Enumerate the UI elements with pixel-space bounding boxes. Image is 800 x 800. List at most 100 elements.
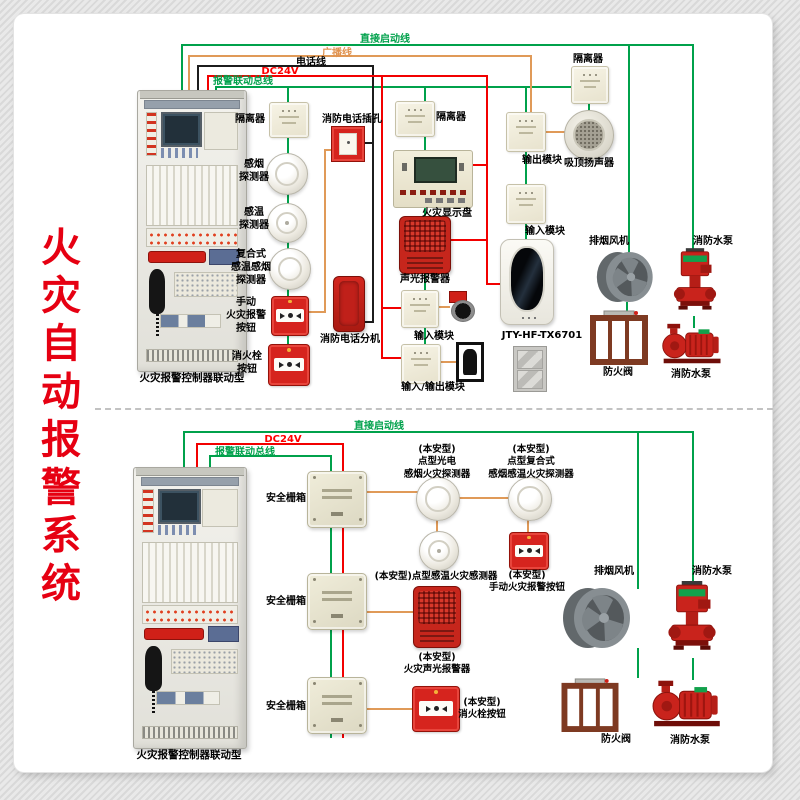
sound-strobe-alarm: [413, 586, 461, 648]
manual-call-point: [509, 532, 549, 570]
cabinet-meters: [156, 690, 220, 706]
fire-damper: [590, 310, 648, 365]
label-pump: 消防水泵: [671, 369, 711, 380]
wire-segment: [209, 455, 211, 469]
fire-display-panel: [393, 150, 473, 208]
handset-icon: [148, 268, 165, 337]
cabinet-keypad-2: [170, 648, 239, 675]
composite-detector: [269, 248, 311, 290]
label-input-module: 输入模块: [525, 226, 565, 237]
fire-alarm-control-cabinet-top: [137, 90, 247, 372]
cabinet-zone-slats: [145, 165, 239, 226]
input-output-module: [401, 344, 441, 384]
cabinet-small-lcd: [209, 249, 240, 266]
wire-segment: [436, 517, 438, 533]
safety-barrier-box: [307, 573, 367, 630]
label-barrier: 安全栅箱: [266, 701, 306, 712]
beam-reflector: [513, 346, 547, 392]
cabinet-vent: [141, 725, 239, 739]
fire-phone-jack: [331, 126, 365, 162]
label-barrier: 安全栅箱: [266, 493, 306, 504]
label-speaker: 吸顶扬声器: [564, 158, 614, 169]
wire-segment: [381, 307, 401, 309]
label-output-module: 输出模块: [522, 155, 562, 166]
wire-segment: [628, 44, 630, 256]
label-manual-is: (本安型) 手动火灾报警按钮: [488, 570, 566, 594]
label-fire-display: 火灾显示盘: [422, 208, 472, 219]
wire-segment: [183, 431, 694, 433]
cabinet-button-row: [160, 148, 199, 159]
wire-segment: [197, 65, 199, 96]
label-strobe: 声光报警器: [400, 274, 450, 285]
input-module: [401, 290, 439, 328]
label-fan: 排烟风机: [594, 566, 634, 577]
wire-label-alarm-bus: 报警联动总线: [215, 447, 275, 458]
composite-detector: [508, 477, 552, 521]
isolator-module: [395, 101, 435, 137]
wire-segment: [470, 164, 487, 166]
phone-cord: [152, 688, 156, 714]
section-divider: [95, 408, 773, 410]
wire-segment: [188, 55, 190, 96]
safety-barrier-box: [307, 471, 367, 528]
label-smoke-is: (本安型) 点型光电 感烟火灾探测器: [403, 444, 471, 480]
label-input-module: 输入模块: [414, 331, 454, 342]
cabinet-vent: [145, 348, 239, 362]
wire-segment: [197, 65, 374, 67]
cabinet-keypad: [203, 112, 239, 151]
wire-label-direct-start: 直接启动线: [360, 34, 410, 45]
cabinet-small-lcd: [207, 626, 240, 643]
label-heat-is: (本安型)点型感温火灾感测器: [374, 571, 498, 582]
hydrant-button: [268, 344, 310, 386]
wire-segment: [188, 55, 532, 57]
wire-segment: [450, 239, 487, 241]
wire-segment: [437, 306, 450, 308]
fire-damper: [561, 678, 619, 732]
label-pump: 消防水泵: [692, 566, 732, 577]
wire-segment: [209, 455, 332, 457]
wire-segment: [637, 648, 639, 678]
output-module: [506, 112, 546, 152]
label-io-module: 输入/输出模块: [401, 382, 465, 393]
wire-segment: [196, 443, 344, 445]
wire-label-dc24v: DC24V: [261, 66, 299, 77]
wire-segment: [181, 44, 183, 96]
cabinet-screen: [160, 112, 203, 147]
wire-label-broadcast: 广播线: [322, 48, 352, 59]
wire-segment: [363, 708, 414, 710]
cabinet-zone-slats: [141, 542, 239, 603]
cabinet-keypad: [202, 489, 239, 528]
wire-segment: [543, 131, 567, 133]
isolator-module: [269, 102, 309, 138]
label-damper: 防火阀: [601, 734, 631, 745]
ceiling-speaker: [564, 110, 614, 160]
label-heat: 感温 探测器: [239, 207, 269, 231]
label-isolator: 隔离器: [436, 112, 466, 123]
fire-phone-extension: [333, 276, 365, 332]
wire-segment: [181, 44, 694, 46]
water-flow-switch: [449, 291, 475, 322]
wire-segment: [324, 149, 333, 151]
label-phone-ext: 消防电话分机: [320, 334, 380, 345]
isolator-module: [571, 66, 609, 104]
wire-segment: [215, 86, 573, 88]
label-cabinet: 火灾报警控制器联动型: [136, 749, 242, 761]
label-isolator: 隔离器: [573, 54, 603, 65]
wire-segment: [456, 497, 510, 499]
label-phone-jack: 消防电话插孔: [322, 114, 382, 125]
main-title: 火灾自动报警系统: [34, 226, 80, 610]
manual-call-point: [271, 296, 309, 336]
input-module: [506, 184, 546, 224]
wire-segment: [207, 75, 209, 96]
label-damper: 防火阀: [603, 367, 633, 378]
wire-label-dc24v: DC24V: [264, 434, 302, 445]
wire-segment: [372, 65, 374, 323]
safety-barrier-box: [307, 677, 367, 734]
elevator-icon: [456, 342, 484, 382]
wire-segment: [486, 75, 488, 285]
cabinet-led-row: [145, 228, 239, 247]
fire-alarm-control-cabinet-bottom: [133, 467, 247, 749]
wire-segment: [306, 311, 326, 313]
wire-segment: [525, 86, 527, 242]
label-beam-model: JTY-HF-TX6701: [501, 330, 583, 341]
